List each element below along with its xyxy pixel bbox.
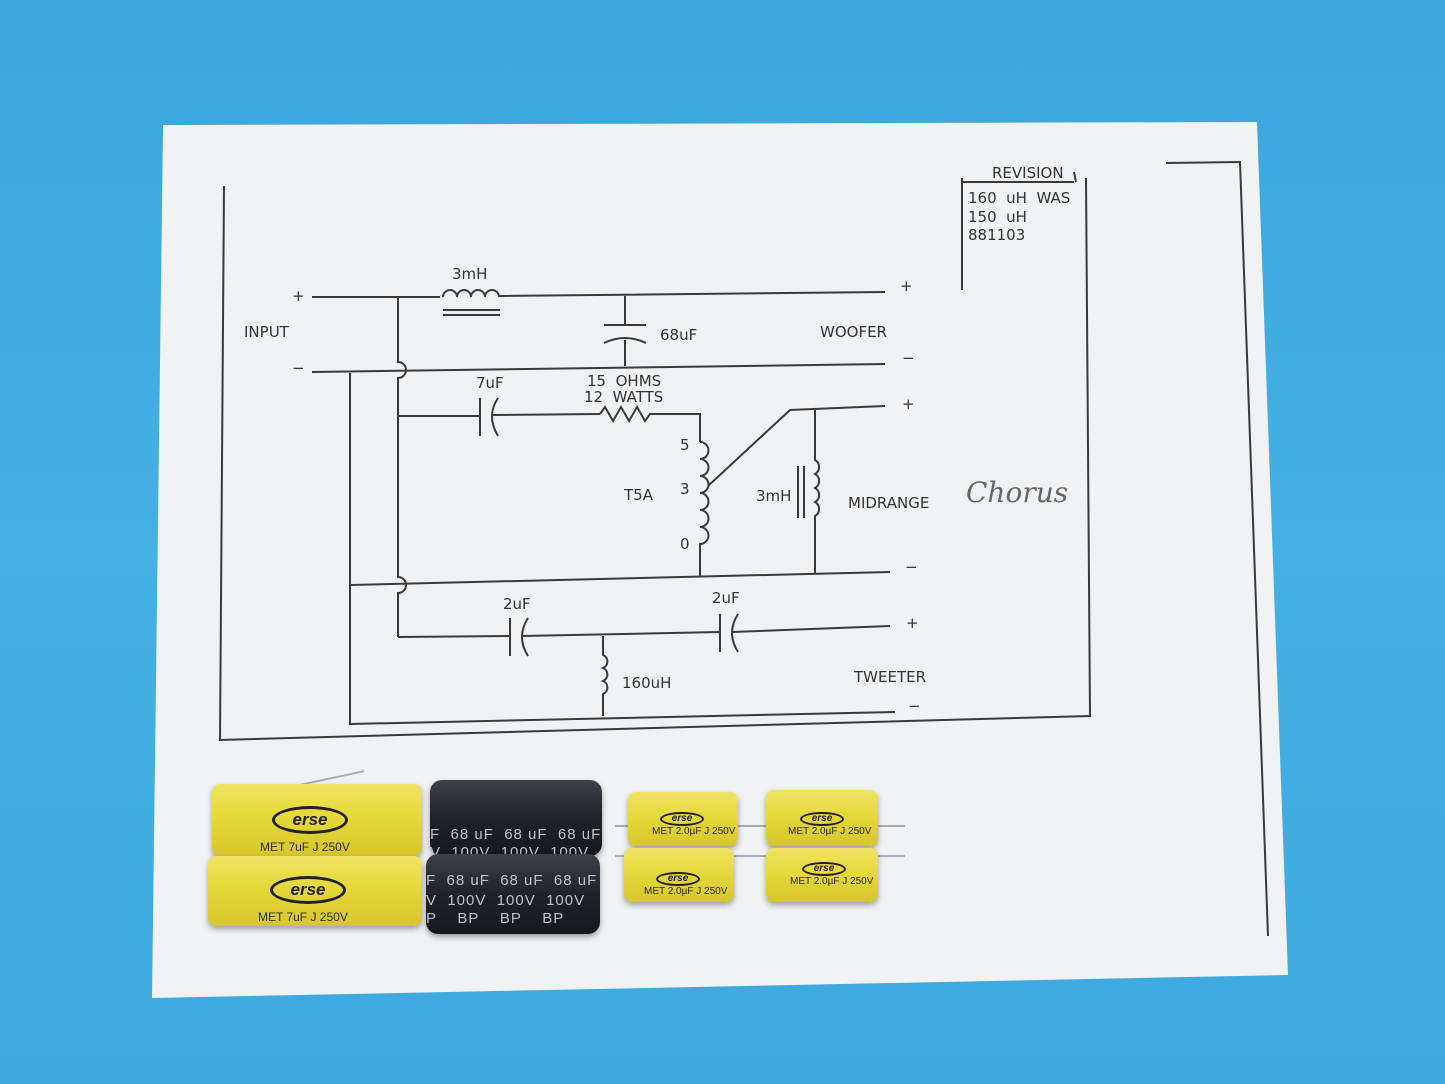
tweeter-cap-1-label: 2uF (503, 595, 531, 613)
mid-inductor-label: 3mH (756, 487, 791, 505)
revision-line-3: 881103 (968, 226, 1025, 244)
erse-logo: erse (270, 876, 346, 904)
midrange-plus-label: + (902, 395, 915, 413)
capacitor-2uf-4: erse MET 2.0µF J 250V (766, 848, 878, 902)
mid-cap-label: 7uF (476, 374, 504, 392)
capacitor-68uf-2: F 68 uF 68 uF 68 uF V 100V 100V 100V P B… (426, 854, 600, 934)
tweeter-minus-label: − (908, 697, 921, 715)
tap-5-label: 5 (680, 436, 690, 454)
capacitor-label: F 68 uF 68 uF 68 uF (430, 826, 602, 843)
erse-logo: erse (656, 872, 700, 886)
capacitor-7uf-1: erse MET 7uF J 250V (212, 784, 422, 856)
erse-logo: erse (800, 812, 844, 826)
tweeter-cap-2-label: 2uF (712, 589, 740, 607)
capacitor-68uf-1: F 68 uF 68 uF 68 uF V 100V 100V 100V (430, 780, 602, 856)
resistor-label-1: 15 OHMS (587, 372, 661, 390)
capacitor-label: V 100V 100V 100V (430, 844, 590, 856)
woofer-label: WOOFER (820, 323, 887, 341)
capacitor-label: MET 7uF J 250V (260, 840, 350, 854)
midrange-minus-label: − (905, 558, 918, 576)
capacitor-label: F 68 uF 68 uF 68 uF (426, 872, 598, 889)
resistor-label-2: 12 WATTS (584, 388, 663, 406)
woofer-cap-label: 68uF (660, 326, 697, 344)
woofer-plus-label: + (900, 277, 913, 295)
transformer-label: T5A (623, 486, 654, 504)
capacitor-label: MET 7uF J 250V (258, 910, 348, 924)
capacitor-lead (615, 855, 905, 857)
capacitor-label: V 100V 100V 100V (426, 892, 586, 909)
erse-logo: erse (272, 806, 348, 834)
handwritten-note: Chorus (966, 476, 1068, 509)
capacitor-label: MET 2.0µF J 250V (790, 876, 874, 887)
input-plus-label: + (292, 287, 305, 305)
woofer-inductor-label: 3mH (452, 265, 487, 283)
capacitor-2uf-3: erse MET 2.0µF J 250V (624, 848, 734, 902)
paper-sheet (152, 122, 1288, 998)
input-minus-label: − (292, 359, 305, 377)
circuit-wires (311, 289, 896, 725)
revision-line-2: 150 uH (968, 208, 1027, 226)
schematic-frame (218, 160, 1269, 937)
capacitor-label: MET 2.0µF J 250V (644, 886, 728, 897)
revision-line-1: 160 uH WAS (968, 189, 1070, 207)
input-label: INPUT (244, 323, 290, 341)
capacitor-lead (615, 825, 905, 827)
capacitor-2uf-1: erse MET 2.0µF J 250V (628, 792, 738, 846)
tweeter-inductor-label: 160uH (622, 674, 671, 692)
tweeter-label: TWEETER (853, 668, 926, 686)
tap-0-label: 0 (680, 535, 690, 553)
tap-3-label: 3 (680, 480, 690, 498)
erse-logo: erse (660, 812, 704, 826)
capacitor-2uf-2: erse MET 2.0µF J 250V (766, 790, 878, 846)
erse-logo: erse (802, 862, 846, 876)
midrange-label: MIDRANGE (848, 494, 929, 512)
revision-header: REVISION (992, 164, 1064, 182)
capacitor-label: MET 2.0µF J 250V (652, 826, 736, 837)
capacitor-7uf-2: erse MET 7uF J 250V (208, 856, 422, 926)
tweeter-plus-label: + (906, 614, 919, 632)
capacitor-label: P BP BP BP (426, 910, 565, 927)
woofer-minus-label: − (902, 349, 915, 367)
capacitor-label: MET 2.0µF J 250V (788, 826, 872, 837)
